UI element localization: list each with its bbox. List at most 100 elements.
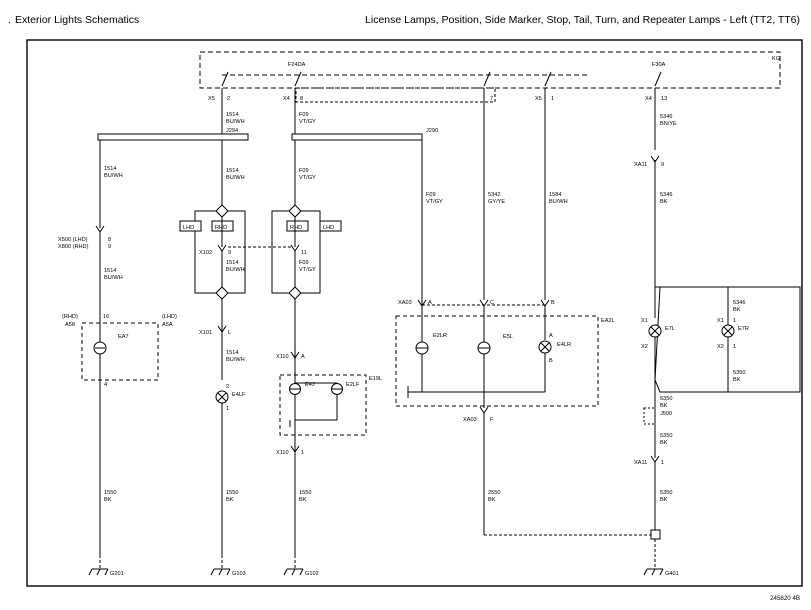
- connector-pin-7: 7: [490, 96, 493, 102]
- connector-x4-label: X4: [283, 96, 290, 102]
- e7l-x-b: [650, 326, 660, 336]
- e7r-pin-a: 1: [733, 318, 736, 324]
- wire-5346-a: 5346: [660, 114, 672, 120]
- wire-1514-f-color: BU/WH: [226, 357, 245, 363]
- lhd-label-1: LHD: [183, 225, 194, 231]
- splice-j500-label: J500: [660, 411, 672, 417]
- connector-xa03-bottom-label: XA03: [463, 417, 477, 423]
- e4lr-x-b: [540, 342, 550, 352]
- shared-connector-x4: [295, 87, 496, 103]
- wire-5346-c-color: BK: [733, 307, 741, 313]
- ea7-pin-b: 4: [104, 382, 107, 388]
- diagram-border: [26, 39, 803, 587]
- wire-295-right-branch: [301, 210, 321, 294]
- e2lf-label: E2LF: [346, 382, 360, 388]
- e4lf-pin-a: 2: [226, 384, 229, 390]
- rhd-label-2: RHD: [290, 225, 302, 231]
- splice-diamond-222-bottom: [215, 286, 229, 300]
- connector-xa11-top-label: XA11: [634, 162, 647, 168]
- connector-x500-pin-a: 8: [108, 237, 111, 243]
- ea7-label: EA7: [118, 334, 129, 340]
- right-title: License Lamps, Position, Side Marker, St…: [365, 14, 800, 26]
- wire-1550-c-color: BK: [299, 497, 307, 503]
- connector-xa11-top-pin: 9: [661, 162, 664, 168]
- wire-2550: 2550: [488, 490, 500, 496]
- ea7-pin-a: 16: [103, 314, 109, 320]
- wire-f09-d: F09: [426, 192, 436, 198]
- wire-1514-b: 1514: [226, 168, 238, 174]
- wire-5350-c: 5350: [660, 433, 672, 439]
- connector-xa03-bottom-pin: F: [490, 417, 494, 423]
- xa03-pin-b: B: [551, 300, 555, 306]
- wire-1514-e-color: BU/WH: [226, 267, 245, 273]
- connector-x102-pin-b: 11: [301, 250, 307, 256]
- connector-x5-pin: 2: [227, 96, 230, 102]
- connector-x102-pin-a: 9: [228, 250, 231, 256]
- splice-diamond-295-bottom: [288, 286, 302, 300]
- fuse-symbols: [221, 71, 662, 87]
- e2lr-label: E2LR: [433, 333, 447, 339]
- wire-1550-a: 1550: [104, 490, 116, 496]
- connector-x110-top-label: X110: [276, 354, 289, 360]
- lhd-box-2: [319, 220, 342, 232]
- ground-symbols: [88, 568, 664, 576]
- connector-x800-rhd: X800 (RHD): [58, 244, 89, 250]
- wire-f09-d-color: VT/GY: [426, 199, 443, 205]
- e7r-label: E7R: [738, 326, 749, 332]
- component-ea7-box: [81, 322, 159, 381]
- splice-j290-bar: [291, 133, 423, 141]
- wire-1514-f: 1514: [226, 350, 238, 356]
- wire-1550-b-color: BK: [226, 497, 234, 503]
- ground-g201-label: G201: [110, 571, 124, 577]
- ground-g401-label: G401: [665, 571, 679, 577]
- connector-x5b-pin: 1: [551, 96, 554, 102]
- connector-x5-label: X5: [208, 96, 215, 102]
- rhd-box-2: [286, 220, 309, 232]
- fuse-f24da-label: F24DA: [288, 62, 306, 68]
- rhd-label-1: RHD: [215, 225, 227, 231]
- left-title-dot: .: [8, 14, 11, 26]
- ea7-code-b: A5A: [162, 322, 173, 328]
- wire-f09-b: F09: [299, 168, 309, 174]
- wire-5350-c-color: BK: [660, 440, 668, 446]
- wire-1514-a-color: BU/WH: [226, 119, 245, 125]
- wire-5350-b-color: BK: [660, 403, 668, 409]
- wire-295-left-branch: [271, 210, 289, 294]
- wire-1514-c: 1514: [104, 166, 116, 172]
- fuse-block-label: KG: [772, 56, 780, 62]
- e4lf-x-b: [217, 392, 227, 402]
- e7r-x1: X1: [717, 318, 724, 324]
- wire-222-left-branch: [194, 210, 216, 294]
- e19l-label: E19L: [369, 376, 382, 382]
- connector-x110-arrow-top: [290, 351, 300, 359]
- wire-1514-e: 1514: [226, 260, 238, 266]
- wire-5346-a-color: BN/YE: [660, 121, 677, 127]
- connector-x101-arrow: [217, 325, 227, 333]
- splice-diamond-222-top: [215, 204, 229, 218]
- wire-5350-b: 5350: [660, 396, 672, 402]
- e7l-label: E7L: [665, 326, 675, 332]
- splice-j294-label: J294: [226, 128, 238, 134]
- wire-5346-b-color: BK: [660, 199, 668, 205]
- figure-code: 245820 4B: [770, 595, 800, 602]
- connector-x102-label: X102: [199, 250, 212, 256]
- splice-diamond-295-top: [288, 204, 302, 218]
- wire-f09-c-color: VT/GY: [299, 267, 316, 273]
- connector-x110-arrow-bottom: [290, 445, 300, 453]
- e7l-x2: X2: [641, 344, 648, 350]
- e7r-x2: X2: [717, 344, 724, 350]
- connector-x110-bottom-label: X110: [276, 450, 289, 456]
- wire-1550-b: 1550: [226, 490, 238, 496]
- wire-5346-b: 5346: [660, 192, 672, 198]
- wire-5350-a-color: BK: [733, 377, 741, 383]
- e5l-label: E5L: [503, 334, 513, 340]
- g401-splice-square: [650, 529, 661, 540]
- e4lf-pin-b: 1: [226, 406, 229, 412]
- ground-g103-label: G103: [232, 571, 246, 577]
- wire-1584: 1584: [549, 192, 561, 198]
- lhd-label-2: LHD: [323, 225, 334, 231]
- splice-j290-label: J290: [426, 128, 438, 134]
- component-e19l-box: [279, 374, 367, 436]
- e4lf-label: E4LF: [232, 392, 246, 398]
